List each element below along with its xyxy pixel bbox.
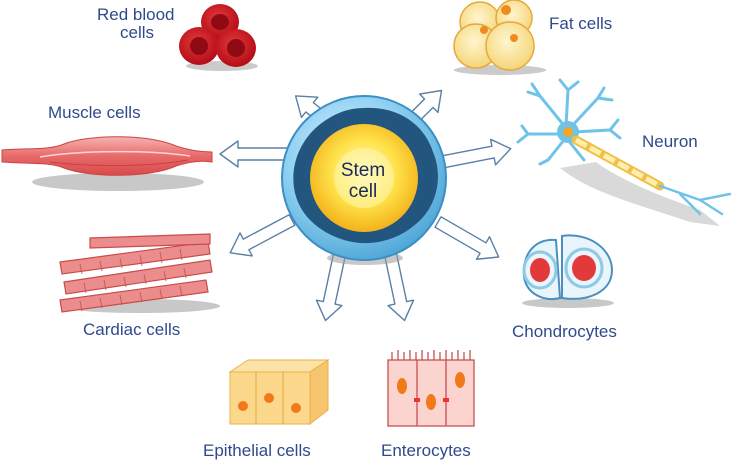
epithelial-cells-illustration bbox=[228, 359, 330, 426]
chondrocytes-illustration bbox=[522, 234, 614, 308]
fat-cells-label: Fat cells bbox=[549, 14, 613, 33]
enterocytes-illustration bbox=[387, 350, 475, 427]
red-blood-cells-label-line1: Red blood bbox=[97, 5, 175, 24]
muscle-cell-illustration bbox=[1, 136, 213, 191]
enterocytes-label: Enterocytes bbox=[381, 441, 471, 460]
fat-cells-illustration bbox=[453, 0, 546, 75]
red-blood-cells-illustration bbox=[179, 4, 258, 71]
cardiac-cells-illustration bbox=[59, 233, 220, 313]
muscle-cells-label: Muscle cells bbox=[48, 103, 141, 122]
stem-cell-label-line2: cell bbox=[348, 181, 378, 202]
arrow-to-cardiac-cells bbox=[229, 214, 296, 257]
stem-cell-label-line1: Stem bbox=[340, 160, 386, 181]
red-blood-cells-label-line2: cells bbox=[120, 23, 155, 42]
stem-cell bbox=[281, 95, 447, 265]
arrow-to-chondrocytes bbox=[434, 216, 500, 260]
neuron-illustration bbox=[516, 78, 732, 226]
chondrocytes-label: Chondrocytes bbox=[512, 322, 617, 341]
cardiac-cells-label: Cardiac cells bbox=[83, 320, 181, 339]
stem-cell-label: Stem cell bbox=[323, 160, 403, 202]
neuron-label: Neuron bbox=[642, 132, 698, 151]
epithelial-cells-label: Epithelial cells bbox=[203, 441, 311, 460]
arrow-to-muscle-cells bbox=[219, 140, 291, 168]
arrow-to-neuron bbox=[440, 138, 512, 169]
